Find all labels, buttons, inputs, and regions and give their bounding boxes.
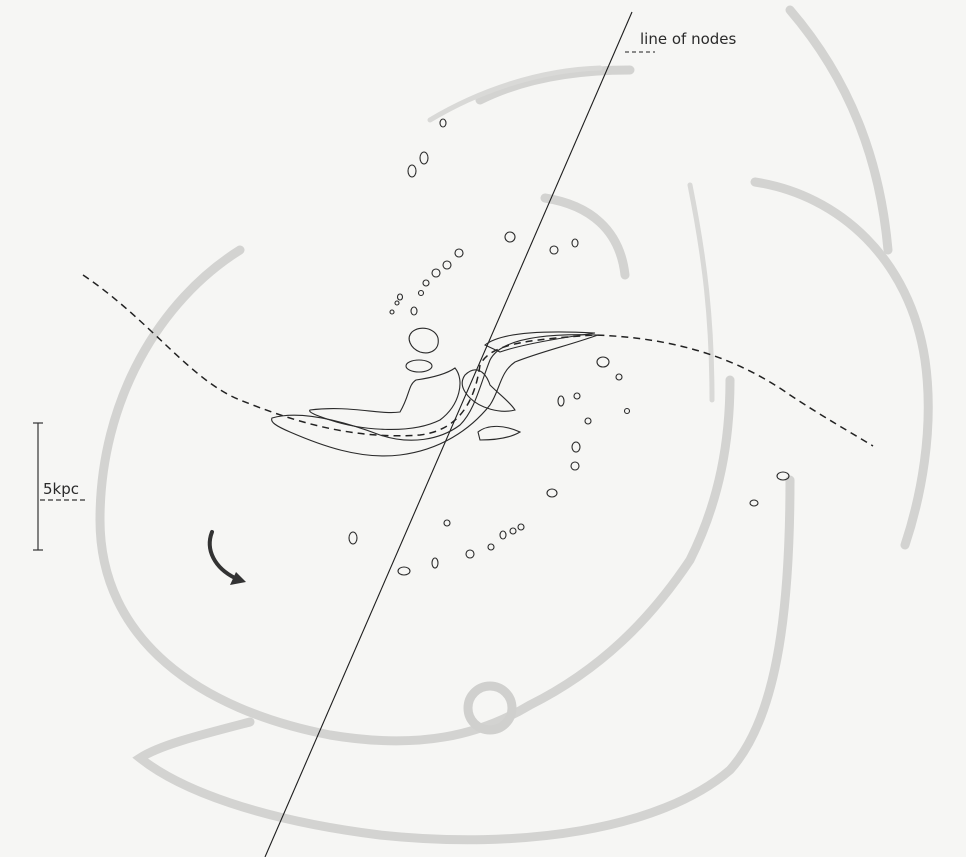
blob xyxy=(623,407,631,415)
blob xyxy=(397,566,411,576)
bar-contours xyxy=(271,331,599,457)
blob xyxy=(410,306,418,316)
blob xyxy=(419,151,429,165)
blob xyxy=(417,289,425,297)
blob xyxy=(517,523,525,531)
bar-contour-inner xyxy=(309,367,461,431)
bar-contour-upper xyxy=(483,331,596,353)
spiral-arm-top-left xyxy=(427,65,603,123)
spiral-arm-right-mid xyxy=(750,177,933,550)
bar-contour-right xyxy=(461,369,516,412)
blob xyxy=(571,238,579,248)
line-of-nodes-label: line of nodes xyxy=(640,30,736,48)
spiral-arm-inner-right xyxy=(687,182,715,403)
scale-bar: 5kpc xyxy=(33,422,88,551)
blob xyxy=(442,260,452,270)
blob xyxy=(389,309,395,315)
blob xyxy=(615,373,623,381)
blob xyxy=(487,543,495,551)
blob xyxy=(348,531,358,545)
spiral-arm-right-upper xyxy=(785,5,893,255)
blob xyxy=(439,118,447,128)
arm-knot-ring xyxy=(463,681,517,735)
blob xyxy=(431,268,441,278)
blob xyxy=(454,248,464,258)
blob xyxy=(504,231,516,243)
blob-large xyxy=(408,327,439,354)
scale-label: 5kpc xyxy=(43,480,79,498)
bar-contour-main xyxy=(271,334,599,457)
bar-contour-low xyxy=(477,425,522,441)
blob xyxy=(573,392,581,400)
blob xyxy=(509,527,517,535)
blob xyxy=(571,441,581,453)
blob xyxy=(596,356,610,368)
spiral-arm-outer-left xyxy=(95,245,735,746)
blob xyxy=(546,488,558,498)
blob xyxy=(405,359,433,373)
spiral-arms xyxy=(95,5,933,845)
blob xyxy=(394,300,400,306)
spiral-arm-upper-inner xyxy=(540,193,630,280)
curved-arrow-icon xyxy=(207,530,246,585)
blob xyxy=(499,530,507,540)
blob xyxy=(465,549,475,559)
blob xyxy=(776,471,790,481)
blob xyxy=(584,417,592,425)
blob xyxy=(431,557,439,569)
spiral-arm-bottom xyxy=(132,475,795,845)
blob xyxy=(422,279,430,287)
blob xyxy=(443,519,451,527)
hii-regions xyxy=(348,118,790,576)
spiral-arm-top xyxy=(475,65,635,105)
blob xyxy=(549,245,559,255)
blob xyxy=(407,164,417,178)
dashed-dust-lane xyxy=(82,274,874,447)
blob xyxy=(396,293,404,301)
blob xyxy=(557,395,565,407)
line-of-nodes xyxy=(264,11,633,857)
blob xyxy=(749,499,759,507)
blob xyxy=(570,461,580,471)
